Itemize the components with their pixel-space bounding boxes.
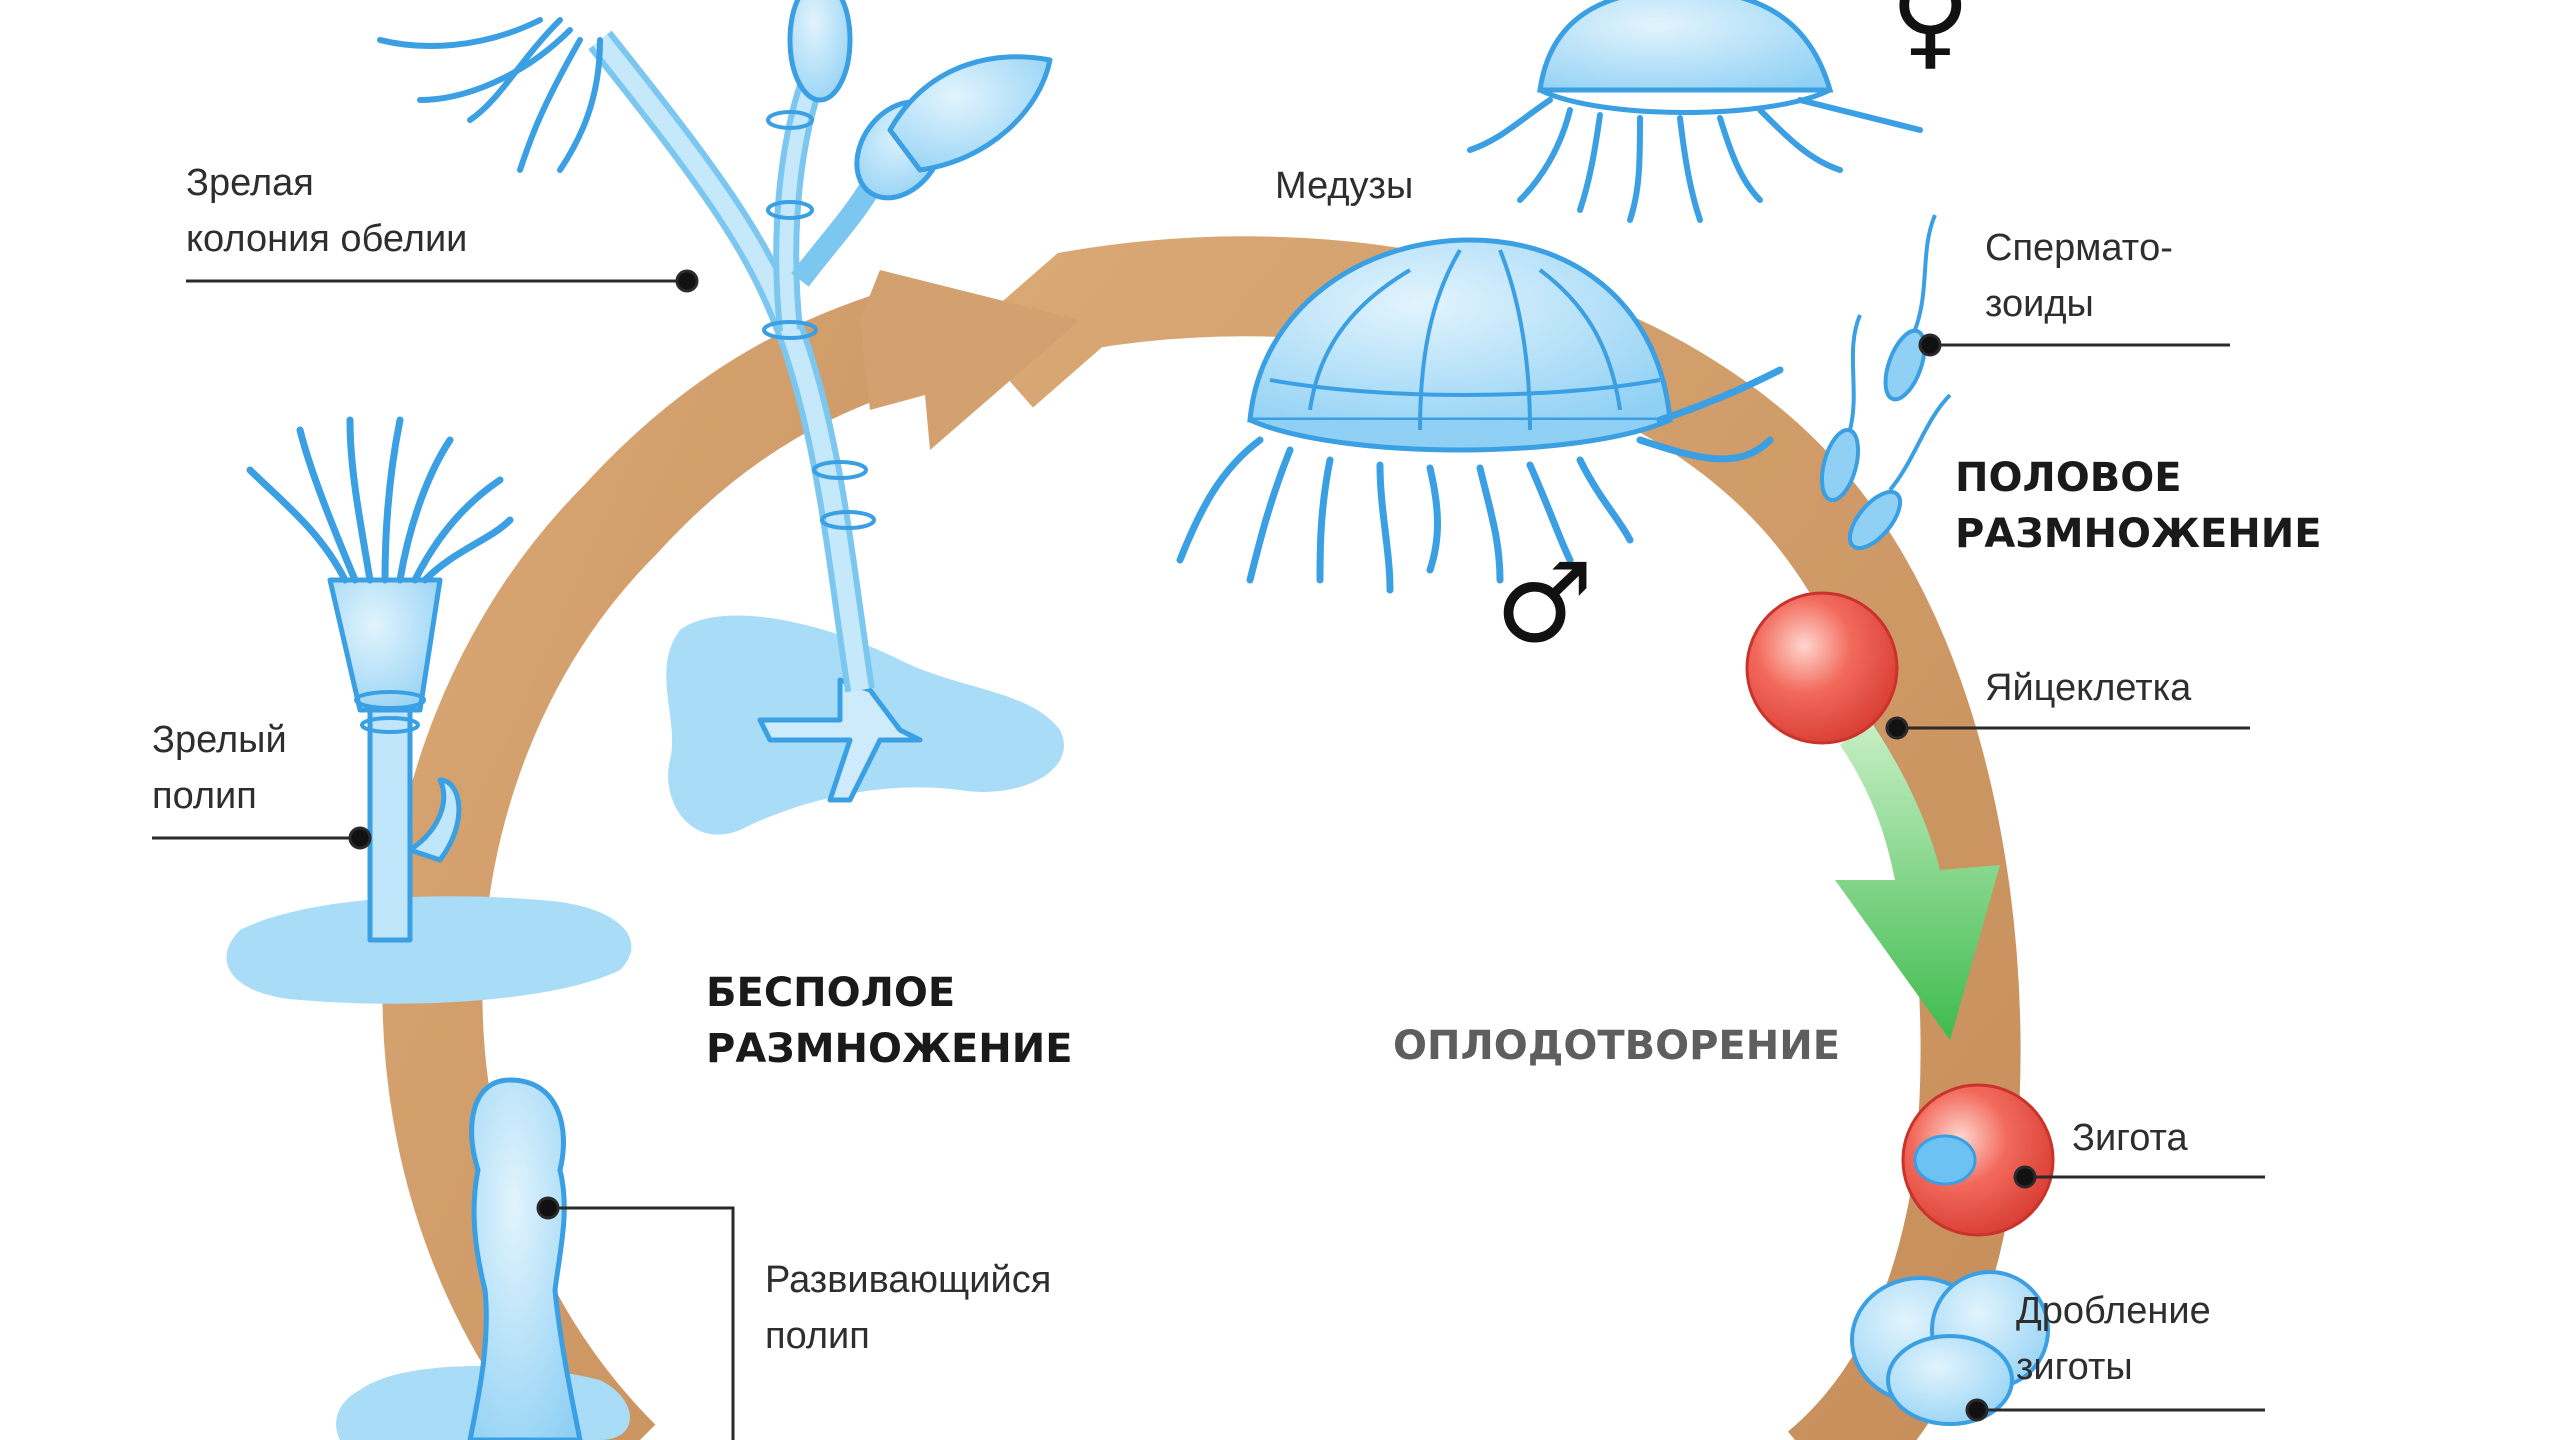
label-developing-polyp-line1: Развивающийся [765,1259,1052,1301]
label-asexual-reproduction: БЕСПОЛОЕ РАЗМНОЖЕНИЕ [706,965,1073,1077]
label-spermatozoa: Сперматo- зоиды [1985,220,2173,332]
label-sexual-reproduction-line1: ПОЛОВОЕ [1955,455,2182,501]
label-sexual-reproduction: ПОЛОВОЕ РАЗМНОЖЕНИЕ [1955,450,2322,562]
zygote-illustration [1901,1083,2055,1237]
ring-arrowhead [860,270,1080,450]
label-egg-cell: Яйцеклетка [1985,667,2192,709]
label-zygote: Зигота [2072,1117,2188,1159]
label-mature-polyp-line1: Зрелый [152,719,287,761]
label-mature-colony-line2: колония обелии [186,218,468,260]
egg-cell-illustration [1745,591,1899,745]
label-developing-polyp-line2: полип [765,1315,870,1357]
label-mature-polyp-line2: полип [152,775,257,817]
fertilization-arrow [1835,720,2000,1040]
label-asexual-reproduction-line2: РАЗМНОЖЕНИЕ [706,1026,1073,1072]
label-mature-colony: Зрелая колония обелии [186,155,467,267]
label-sexual-reproduction-line2: РАЗМНОЖЕНИЕ [1955,511,2322,557]
developing-polyp-illustration [336,1077,630,1440]
zygote-cleavage-illustration [1850,1270,2050,1426]
obelia-colony-illustration [377,0,1064,835]
label-spermatozoa-line2: зоиды [1985,283,2094,325]
label-zygote-cleavage-line2: зиготы [2016,1346,2133,1388]
label-medusae: Медузы [1275,165,1414,207]
label-fertilization: ОПЛОДОТВОРЕНИЕ [1393,1023,1841,1069]
male-symbol-icon: ♂ [1495,539,1594,667]
female-symbol-icon: ♀ [1890,0,1971,81]
life-cycle-ring [382,236,2021,1440]
leader-lines [152,269,2265,1440]
label-mature-colony-line1: Зрелая [186,162,314,204]
label-developing-polyp: Развивающийся полип [765,1252,1051,1364]
label-spermatozoa-line1: Сперматo- [1985,227,2173,269]
label-asexual-reproduction-line1: БЕСПОЛОЕ [706,970,956,1016]
medusa-female-illustration [1467,0,1923,223]
spermatozoa-illustration [1819,214,1952,551]
mature-polyp-illustration [226,416,632,1004]
label-mature-polyp: Зрелый полип [152,712,287,824]
label-zygote-cleavage-line1: Дробление [2016,1290,2211,1332]
label-zygote-cleavage: Дробление зиготы [2016,1283,2211,1395]
medusa-male-illustration [1176,237,1784,594]
